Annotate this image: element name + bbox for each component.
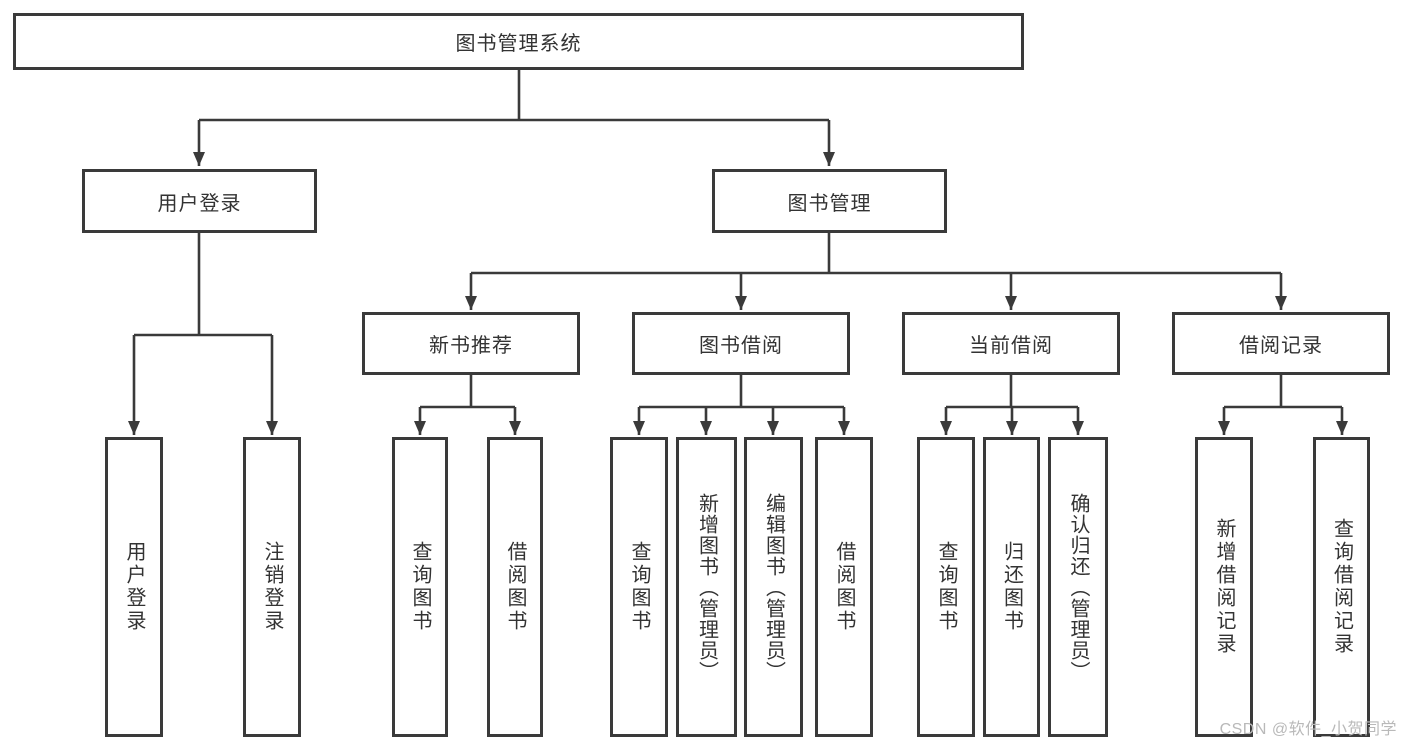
node-label: 图书管理 (787, 192, 872, 215)
node-leaf-return-books: 归还图书 (983, 437, 1040, 737)
node-book-management: 图书管理 (712, 169, 947, 233)
node-label: 编辑图书（管理员） (762, 492, 785, 682)
node-leaf-query-books-3: 查询图书 (917, 437, 975, 737)
node-leaf-query-books-2: 查询图书 (610, 437, 668, 737)
node-label: 归还图书 (1000, 541, 1023, 633)
node-label: 查询图书 (935, 541, 957, 633)
node-label: 当前借阅 (969, 335, 1053, 357)
watermark-text: CSDN @软件_小贺同学 (1219, 721, 1397, 738)
node-leaf-edit-books-admin: 编辑图书（管理员） (744, 437, 803, 737)
node-leaf-query-books-1: 查询图书 (392, 437, 448, 737)
node-label: 注销登录 (261, 541, 283, 633)
node-label: 图书管理系统 (455, 33, 582, 55)
node-borrowing-records: 借阅记录 (1172, 312, 1390, 375)
node-book-borrowing: 图书借阅 (632, 312, 850, 375)
node-label: 查询图书 (409, 541, 431, 633)
node-leaf-confirm-return-admin: 确认归还（管理员） (1048, 437, 1108, 737)
node-label: 用户登录 (123, 541, 145, 633)
node-leaf-query-borrow-record: 查询借阅记录 (1313, 437, 1370, 737)
node-leaf-borrow-books-1: 借阅图书 (487, 437, 543, 737)
node-current-borrowing: 当前借阅 (902, 312, 1120, 375)
node-leaf-add-books-admin: 新增图书（管理员） (676, 437, 737, 737)
node-label: 借阅图书 (504, 541, 526, 633)
node-label: 查询借阅记录 (1330, 518, 1353, 656)
node-label: 借阅记录 (1239, 335, 1323, 357)
node-user-login: 用户登录 (82, 169, 317, 233)
node-leaf-borrow-books-2: 借阅图书 (815, 437, 873, 737)
node-label: 新书推荐 (429, 335, 513, 357)
node-label: 用户登录 (157, 192, 242, 215)
node-leaf-user-login: 用户登录 (105, 437, 163, 737)
node-label: 查询图书 (628, 541, 650, 633)
node-new-book-recommend: 新书推荐 (362, 312, 580, 375)
node-leaf-logout: 注销登录 (243, 437, 301, 737)
node-label: 借阅图书 (833, 541, 855, 633)
node-label: 图书借阅 (699, 335, 783, 357)
node-label: 确认归还（管理员） (1067, 492, 1089, 682)
node-label: 新增图书（管理员） (695, 492, 718, 682)
node-leaf-add-borrow-record: 新增借阅记录 (1195, 437, 1253, 737)
node-label: 新增借阅记录 (1213, 518, 1235, 656)
node-library-management-system: 图书管理系统 (13, 13, 1024, 70)
